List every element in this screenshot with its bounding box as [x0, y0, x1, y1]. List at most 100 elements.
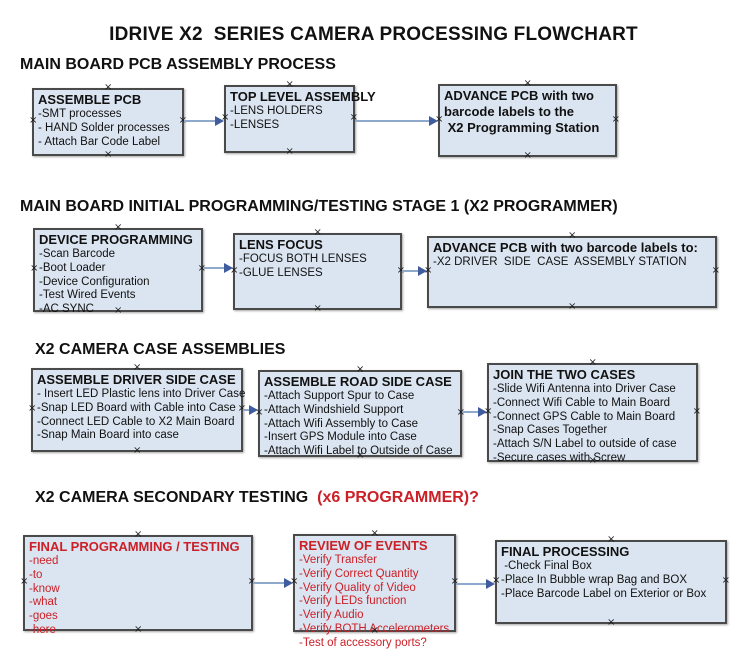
anchor-x-icon: ×: [607, 617, 616, 628]
box-line: X2 Programming Station: [444, 120, 600, 135]
flow-arrow-right-icon: [184, 116, 224, 126]
box-line: -Place Barcode Label on Exterior or Box: [501, 587, 707, 600]
box-line: -Device Configuration: [39, 275, 150, 288]
arrow-head-icon: [215, 116, 224, 126]
box-line: -to: [29, 568, 43, 581]
box-line: -Snap LED Board with Cable into Case: [37, 401, 236, 414]
flow-arrow-right-icon: [462, 407, 487, 417]
box-title: TOP LEVEL ASSEMBLY: [230, 89, 376, 104]
flow-box-lens-focus: LENS FOCUS -FOCUS BOTH LENSES -GLUE LENS…: [230, 228, 405, 314]
arrow-line: [253, 582, 287, 584]
box-line: -Snap Cases Together: [493, 424, 608, 437]
box-line: -Connect LED Cable to X2 Main Board: [37, 415, 235, 428]
anchor-x-icon: ×: [29, 115, 38, 126]
box-line: -Secure cases with Screw: [493, 451, 626, 464]
arrow-line: [456, 583, 489, 585]
box-line: -Verify Quality of Video: [299, 581, 416, 594]
anchor-x-icon: ×: [568, 301, 577, 312]
flow-box-join-the-two-cases: JOIN THE TWO CASES -Slide Wifi Antenna i…: [484, 358, 701, 466]
anchor-x-icon: ×: [28, 403, 37, 414]
box-line: -Verify BOTH Accelerometers: [299, 622, 450, 635]
box-line: -Boot Loader: [39, 261, 106, 274]
arrow-line: [243, 409, 252, 411]
flow-box-final-programming-testing: FINAL PROGRAMMING / TESTING -need -to -k…: [20, 530, 256, 636]
flow-arrow-right-icon: [253, 578, 293, 588]
flow-box-advance-pcb-driver-side-station: ADVANCE PCB with two barcode labels to: …: [424, 231, 720, 312]
box-line: -Test of accessory ports?: [299, 636, 427, 649]
box-line: -Attach Wifi Assembly to Case: [264, 417, 419, 430]
arrow-head-icon: [249, 405, 258, 415]
flow-arrow-right-icon: [402, 266, 427, 276]
flow-box-advance-pcb-programming-station: ADVANCE PCB with two barcode labels to t…: [435, 79, 620, 161]
box-line: -LENSES: [230, 118, 280, 131]
anchor-x-icon: ×: [313, 303, 322, 314]
anchor-x-icon: ×: [523, 150, 532, 161]
box-line: -AC SYNC: [39, 303, 94, 316]
box-line: -Verify LEDs function: [299, 595, 407, 608]
flow-arrow-right-icon: [355, 116, 438, 126]
flow-box-top-level-assembly: TOP LEVEL ASSEMBLY -LENS HOLDERS -LENSES…: [221, 80, 376, 157]
section-heading-pcb-assembly: MAIN BOARD PCB ASSEMBLY PROCESS: [20, 56, 336, 73]
box-line: -Connect Wifi Cable to Main Board: [493, 396, 671, 409]
arrow-head-icon: [478, 407, 487, 417]
flow-arrow-right-icon: [456, 579, 495, 589]
box-line: -goes: [29, 610, 58, 623]
arrow-head-icon: [284, 578, 293, 588]
box-title: ADVANCE PCB with two barcode labels to:: [433, 240, 698, 255]
box-line: -here: [29, 623, 56, 636]
box-line: - Insert LED Plastic lens into Driver Ca…: [37, 388, 246, 400]
arrow-line: [462, 411, 481, 413]
flow-box-assemble-road-side-case: ASSEMBLE ROAD SIDE CASE -Attach Support …: [255, 365, 465, 461]
flow-box-assemble-pcb: ASSEMBLE PCB -SMT processes - HAND Solde…: [29, 83, 187, 160]
arrow-head-icon: [418, 266, 427, 276]
arrow-line: [402, 270, 421, 272]
section-heading-case-assemblies: X2 CAMERA CASE ASSEMBLIES: [35, 341, 286, 358]
flow-arrow-right-icon: [243, 405, 258, 415]
box-line: -GLUE LENSES: [239, 266, 323, 279]
box-line: -Verify Transfer: [299, 554, 377, 566]
box-title: ASSEMBLE DRIVER SIDE CASE: [37, 372, 236, 387]
box-line: -know: [29, 582, 60, 595]
box-line: -Attach Support Spur to Case: [264, 390, 415, 402]
box-line: -Attach Windshield Support: [264, 403, 404, 416]
box-title: FINAL PROCESSING: [501, 544, 630, 559]
box-line: -FOCUS BOTH LENSES: [239, 253, 367, 265]
flowchart-title: IDRIVE X2 SERIES CAMERA PROCESSING FLOWC…: [109, 24, 638, 45]
box-line: -Connect GPS Cable to Main Board: [493, 410, 676, 423]
anchor-x-icon: ×: [692, 405, 701, 417]
anchor-x-icon: ×: [285, 146, 294, 157]
box-title: REVIEW OF EVENTS: [299, 538, 428, 553]
box-line: -need: [29, 555, 59, 567]
flow-box-final-processing: FINAL PROCESSING -Check Final Box -Place…: [492, 535, 730, 628]
anchor-x-icon: ×: [721, 575, 730, 586]
anchor-x-icon: ×: [133, 445, 142, 456]
box-line: -Attach S/N Label to outside of case: [493, 438, 677, 451]
arrow-head-icon: [486, 579, 495, 589]
anchor-x-icon: ×: [611, 113, 620, 125]
box-line: -Test Wired Events: [39, 289, 136, 302]
box-title: DEVICE PROGRAMMING: [39, 232, 193, 247]
section-heading-secondary-testing: X2 CAMERA SECONDARY TESTING (x6 PROGRAMM…: [35, 489, 479, 507]
arrow-line: [355, 120, 432, 122]
flow-box-review-of-events: REVIEW OF EVENTS -Verify Transfer -Verif…: [290, 529, 459, 649]
section-heading-secondary-testing-red: (x6 PROGRAMMER)?: [312, 489, 479, 506]
box-line: -what: [29, 596, 58, 609]
anchor-x-icon: ×: [20, 576, 29, 587]
arrow-head-icon: [224, 263, 233, 273]
arrow-head-icon: [429, 116, 438, 126]
box-title: ASSEMBLE ROAD SIDE CASE: [264, 374, 452, 389]
box-line: -Snap Main Board into case: [37, 429, 179, 442]
box-line: - HAND Solder processes: [38, 121, 170, 134]
flow-arrow-right-icon: [203, 263, 233, 273]
box-line: -LENS HOLDERS: [230, 105, 323, 117]
anchor-x-icon: ×: [711, 265, 720, 276]
box-line: -Scan Barcode: [39, 248, 116, 260]
box-title: ADVANCE PCB with two: [444, 88, 594, 103]
box-line: -Verify Audio: [299, 609, 364, 622]
box-line: -Check Final Box: [501, 560, 592, 572]
box-title: FINAL PROGRAMMING / TESTING: [29, 539, 240, 554]
section-heading-secondary-testing-black: X2 CAMERA SECONDARY TESTING: [35, 489, 313, 506]
box-line: -Slide Wifi Antenna into Driver Case: [493, 383, 676, 395]
box-line: -Attach Wifi Label to Outside of Case: [264, 445, 453, 458]
box-line: barcode labels to the: [444, 104, 575, 119]
